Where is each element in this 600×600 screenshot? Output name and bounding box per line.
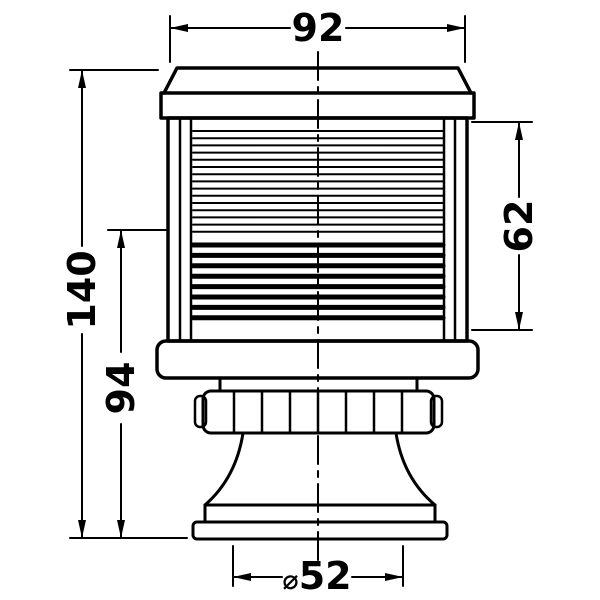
arrow-mid-bottom: [117, 520, 125, 538]
diameter-symbol: ⌀: [282, 565, 298, 596]
arrow-lens-top: [515, 122, 523, 140]
dim-label-lens-height: 62: [497, 200, 541, 253]
dim-label-height-overall: 140: [60, 250, 104, 329]
diameter-value: 52: [299, 554, 352, 598]
lens-fine-lines: [192, 130, 444, 233]
pedestal-right-edge: [394, 431, 437, 507]
arrow-mid-top: [117, 230, 125, 248]
arrowheads: [78, 24, 523, 581]
nut-knurl-lines: [232, 389, 404, 435]
dim-label-width: 92: [292, 6, 345, 50]
dim-label-base-diameter: ⌀52: [282, 554, 351, 598]
lens-thick-lines: [190, 242, 446, 321]
nut-ear-left: [193, 394, 208, 429]
lamp-outline: [155, 51, 480, 565]
arrow-dia-left: [233, 573, 251, 581]
base-upper-plate: [203, 503, 437, 524]
nut-ear-right: [429, 394, 444, 429]
arrow-dia-right: [385, 573, 403, 581]
pedestal-left-edge: [203, 431, 245, 507]
dim-label-height-mid: 94: [99, 362, 143, 415]
arrow-width-right: [447, 24, 465, 32]
dimension-lines: [69, 15, 533, 587]
base-lower-plate: [191, 520, 449, 541]
arrow-height-bottom: [78, 520, 86, 538]
arrow-lens-bottom: [515, 312, 523, 330]
arrow-width-left: [170, 24, 188, 32]
dimension-labels: 92 140 94 62 ⌀52: [60, 6, 541, 598]
cap-top: [162, 66, 473, 95]
arrow-height-top: [78, 70, 86, 88]
